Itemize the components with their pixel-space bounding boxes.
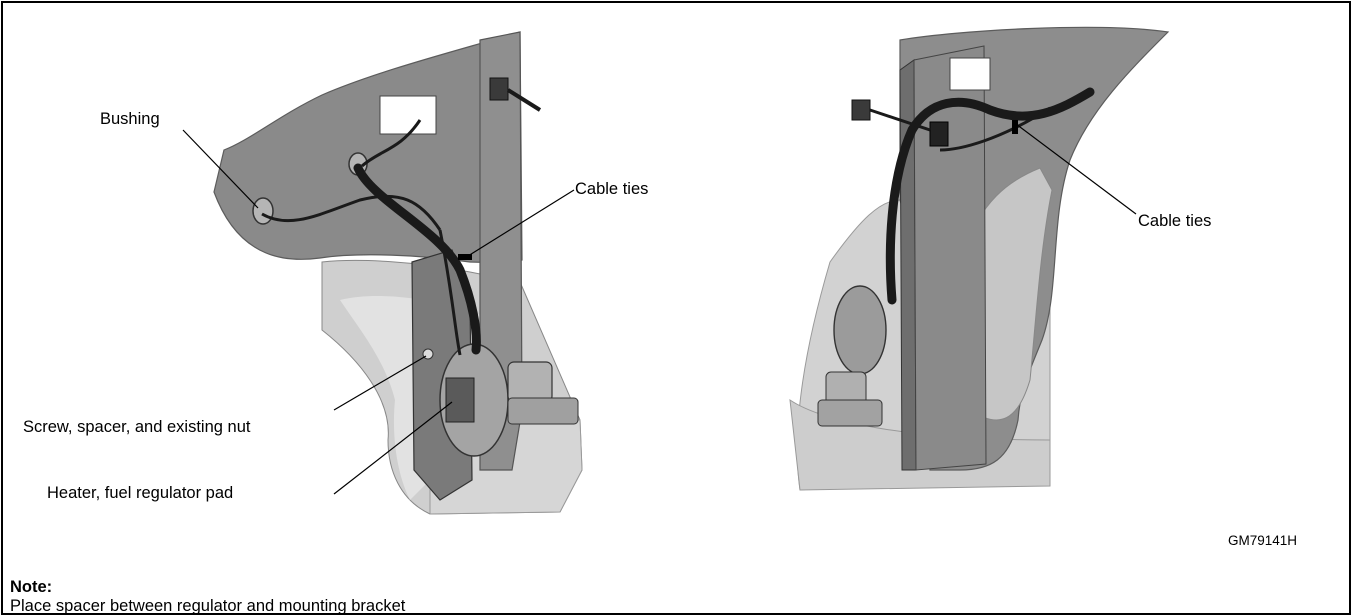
- left-wire-3: [438, 229, 462, 356]
- right-connector-wire: [869, 108, 931, 132]
- right-cable-tie: [1012, 120, 1018, 134]
- left-panel-cutout: [379, 95, 437, 135]
- leader-cable-ties-left: [467, 189, 575, 257]
- left-wire-connector: [489, 77, 509, 101]
- right-wire: [939, 106, 1051, 152]
- label-screw-spacer-nut: Screw, spacer, and existing nut: [23, 418, 251, 436]
- left-cable-tie: [458, 254, 472, 260]
- left-view: [182, 31, 583, 515]
- right-fuel-regulator: [833, 285, 887, 375]
- left-mount-panel: [213, 31, 523, 264]
- right-wire-connector-2: [929, 121, 949, 147]
- note-title: Note:: [10, 578, 53, 596]
- right-wire-connector-1: [851, 99, 871, 121]
- left-wire-2: [361, 119, 422, 168]
- leader-screw: [333, 355, 427, 411]
- left-wire-1: [261, 194, 442, 231]
- right-valve-body: [817, 399, 883, 427]
- right-view: [789, 26, 1170, 491]
- right-panel-cutout: [949, 57, 991, 91]
- label-cable-ties-left: Cable ties: [575, 180, 649, 198]
- leader-cable-ties-right: [1015, 123, 1137, 215]
- left-valve-body: [507, 397, 579, 425]
- left-bushing-1: [252, 197, 274, 225]
- label-heater-pad: Heater, fuel regulator pad: [47, 484, 234, 502]
- left-connector-wire: [506, 88, 542, 112]
- left-regulator-pad: [445, 377, 475, 423]
- note-text: Place spacer between regulator and mount…: [10, 597, 406, 615]
- left-hose-main: [353, 163, 481, 355]
- left-fuel-valve: [507, 361, 553, 403]
- figure-code: GM79141H: [1228, 533, 1298, 548]
- leader-bushing: [182, 129, 259, 209]
- label-bushing: Bushing: [100, 110, 160, 128]
- right-plate-face: [913, 45, 987, 471]
- leader-heater-pad: [333, 401, 453, 495]
- label-cable-ties-right: Cable ties: [1138, 212, 1212, 230]
